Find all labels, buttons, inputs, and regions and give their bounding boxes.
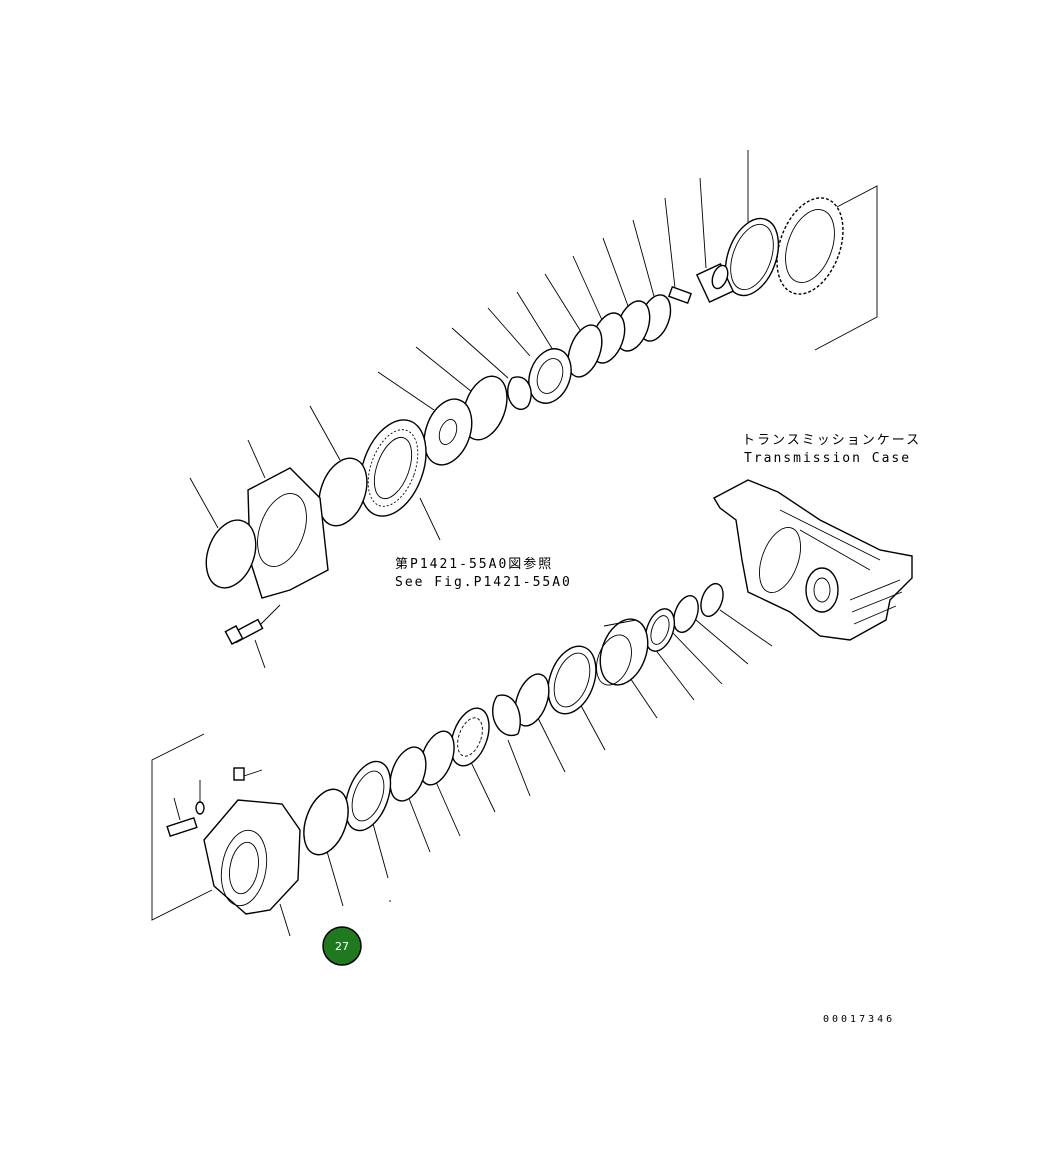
upper-parts: [205, 197, 844, 645]
ref-label-jp: 第P1421-55A0図参照: [395, 556, 553, 572]
transmission-case-drawing: [713, 479, 913, 641]
stray-dot: [389, 900, 391, 902]
part-27-badge[interactable]: 27: [322, 926, 362, 966]
case-label-en: Transmission Case: [744, 451, 911, 466]
upper-leader-lines: [189, 150, 749, 669]
doc-code: 00017346: [823, 1014, 895, 1025]
ref-label-en: See Fig.P1421-55A0: [395, 575, 572, 590]
part-badge-circle[interactable]: [322, 926, 362, 966]
lower-bracket: [151, 733, 213, 921]
case-label-jp: トランスミッションケース: [742, 433, 921, 448]
lower-parts: [166, 582, 724, 915]
upper-bracket: [814, 185, 878, 351]
part-badge-number[interactable]: 27: [335, 940, 349, 953]
